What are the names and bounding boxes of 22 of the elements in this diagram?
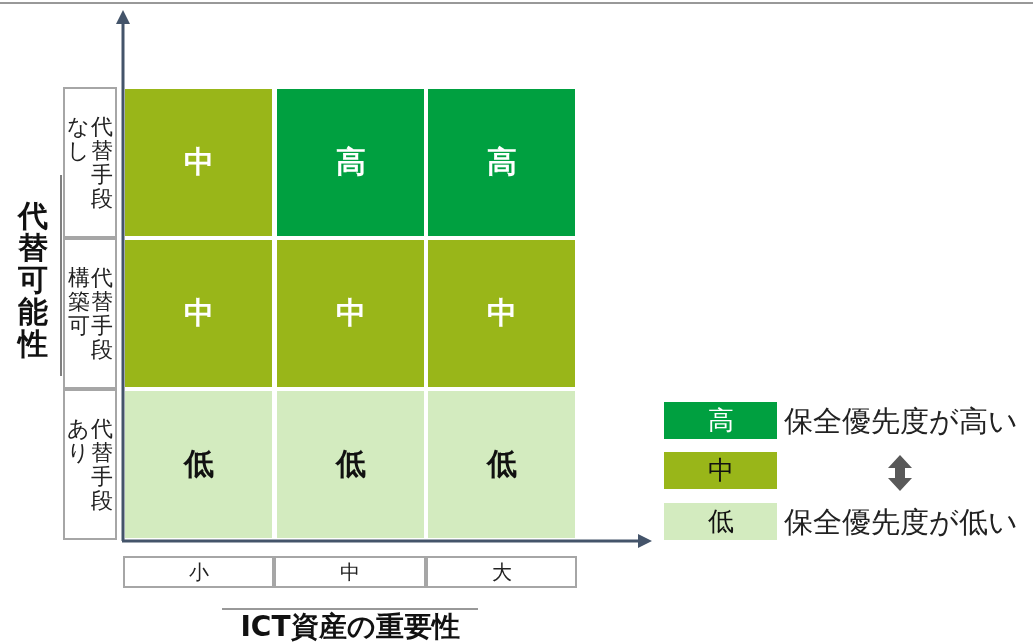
column-header: 小 (123, 556, 274, 588)
row-header: 代替手段あり (63, 389, 117, 540)
column-header: 中 (274, 556, 426, 588)
matrix-cell: 低 (277, 391, 424, 538)
matrix-cell: 中 (125, 89, 272, 236)
column-header: 大 (426, 556, 577, 588)
legend-box: 低 (664, 503, 777, 540)
legend-box: 中 (664, 452, 777, 489)
matrix-cell: 高 (277, 89, 424, 236)
matrix-cell: 中 (125, 240, 272, 387)
matrix-cell: 高 (428, 89, 575, 236)
matrix-cell: 中 (277, 240, 424, 387)
matrix-cell: 低 (428, 391, 575, 538)
row-header: 代替手段構築可 (63, 238, 117, 389)
row-header: 代替手段なし (63, 87, 117, 238)
axis-title: ICT資産の重要性 (239, 610, 461, 643)
matrix-cell: 中 (428, 240, 575, 387)
legend-text: 保全優先度が低い (784, 504, 1018, 540)
legend-box: 高 (664, 402, 777, 439)
matrix-cell: 低 (125, 391, 272, 538)
axis-title: 代替可能性 (18, 200, 49, 360)
legend-text: 保全優先度が高い (784, 403, 1018, 439)
